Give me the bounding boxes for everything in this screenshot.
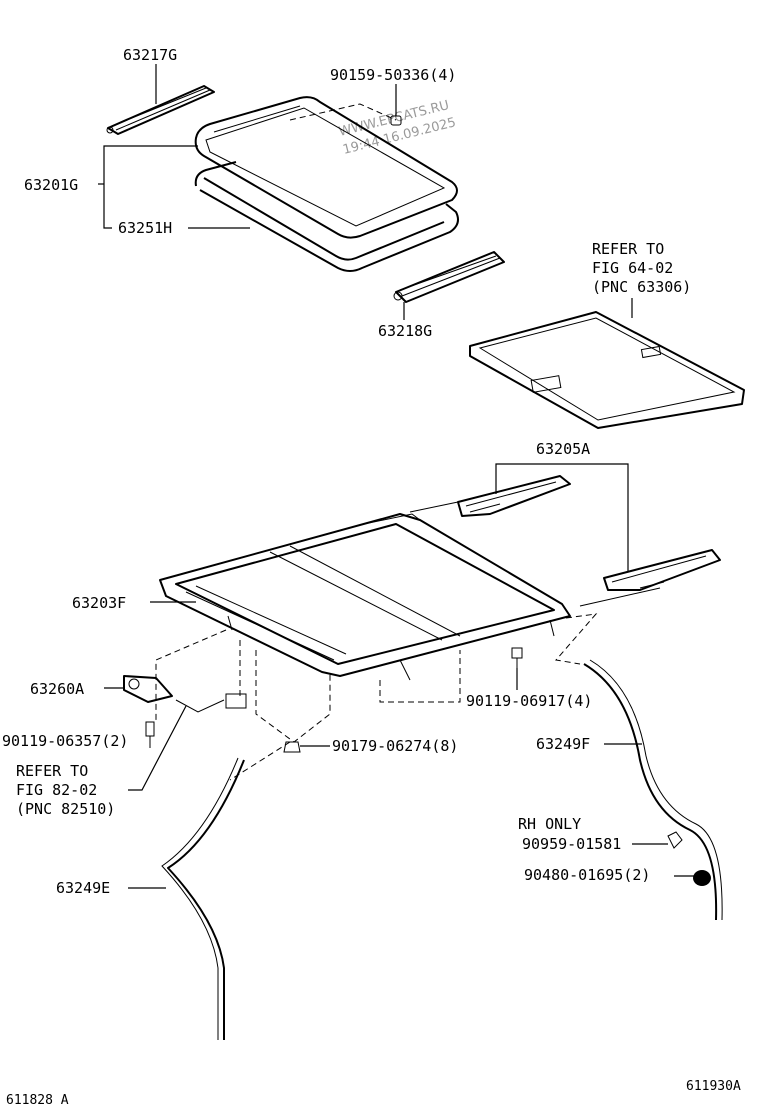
part-63218G-drawing (393, 251, 505, 303)
dash-center-mount (379, 650, 461, 703)
screw-90159-drawing (390, 115, 402, 126)
ref1-line3: (PNC 63306) (592, 278, 691, 296)
label-63203F: 63203F (72, 594, 126, 612)
bolt-90119-06357-drawing (145, 721, 155, 748)
dash-right-mount (555, 613, 598, 665)
hose-63249F-drawing (583, 663, 718, 921)
label-90159-50336: 90159-50336(4) (330, 66, 456, 84)
ref2-line1: REFER TO (16, 762, 88, 780)
label-63249F: 63249F (536, 735, 590, 753)
bracket-63201G (103, 145, 198, 229)
label-63201G: 63201G (24, 176, 78, 194)
label-63218G: 63218G (378, 322, 432, 340)
leader-ref2 (128, 705, 187, 791)
label-63205A: 63205A (536, 440, 590, 458)
label-63217G: 63217G (123, 46, 177, 64)
hose-63249E-drawing (167, 759, 245, 1040)
dash-90159 (289, 103, 397, 121)
part-63217G-drawing (106, 85, 215, 135)
ref2-line2: FIG 82-02 (16, 781, 97, 799)
ref1-line2: FIG 64-02 (592, 259, 673, 277)
ref1-line1: REFER TO (592, 240, 664, 258)
label-90119-06917: 90119-06917(4) (466, 692, 592, 710)
figure-code-right: 611930A (686, 1079, 741, 1094)
label-rh-only: RH ONLY (518, 815, 581, 833)
dash-drain-left (229, 741, 291, 781)
ref2-line3: (PNC 82510) (16, 800, 115, 818)
label-63249E: 63249E (56, 879, 110, 897)
label-63251H: 63251H (118, 219, 172, 237)
hose-63249F-edge (589, 659, 723, 921)
label-63260A: 63260A (30, 680, 84, 698)
drive-unit-lower-drawing (579, 549, 721, 607)
label-90119-06357: 90119-06357(2) (2, 732, 128, 750)
label-90179-06274: 90179-06274(8) (332, 737, 458, 755)
clip-90179-drawing (283, 741, 301, 753)
label-90480-01695: 90480-01695(2) (524, 866, 650, 884)
part-63251H-seal-drawing (194, 161, 459, 272)
part-63260A-motor-drawing (123, 675, 247, 713)
part-63203F-frame-drawing (159, 513, 571, 681)
drive-unit-upper-drawing (409, 475, 571, 517)
grommet-90480-drawing (693, 870, 711, 886)
figure-code-left: 611828 A (6, 1093, 69, 1108)
label-90959-01581: 90959-01581 (522, 835, 621, 853)
sunshade-panel-drawing (469, 311, 745, 429)
bracket-63205A (495, 463, 629, 572)
clamp-90959-drawing (667, 831, 683, 849)
bolt-90119-06917-drawing (511, 647, 523, 668)
hose-63249E-edge (161, 757, 239, 1040)
part-63201G-glass-drawing (194, 96, 458, 239)
